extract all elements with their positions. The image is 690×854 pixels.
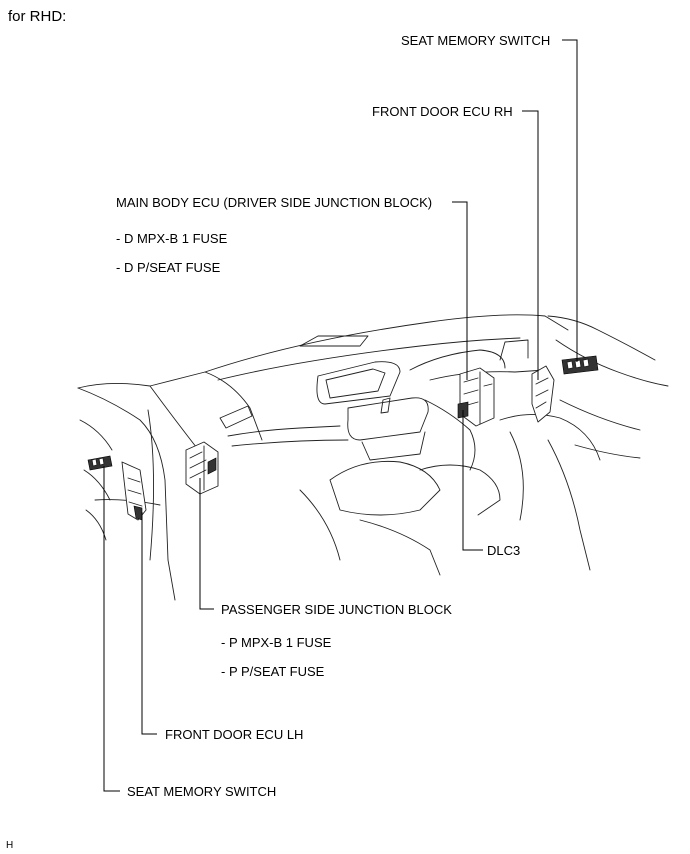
leader-passenger-junction-block <box>199 478 214 610</box>
leader-seat-memory-switch-lh <box>103 466 120 792</box>
leader-front-door-ecu-lh <box>141 512 157 735</box>
leader-dlc3 <box>462 410 483 551</box>
leader-seat-memory-switch-rh <box>562 39 578 362</box>
p-mpx-b1-fuse-label: - P MPX-B 1 FUSE <box>221 635 332 650</box>
dashboard-sketch <box>77 314 669 601</box>
seat-memory-switch-lh-label: SEAT MEMORY SWITCH <box>127 784 277 799</box>
d-pseat-fuse-label: - D P/SEAT FUSE <box>116 260 221 275</box>
passenger-junction-block-label: PASSENGER SIDE JUNCTION BLOCK <box>221 602 452 617</box>
p-pseat-fuse-label: - P P/SEAT FUSE <box>221 664 325 679</box>
seat-memory-switch-lh-part <box>87 455 113 471</box>
dlc3-label: DLC3 <box>487 543 521 558</box>
front-door-ecu-rh-part <box>531 365 555 423</box>
d-mpx-b1-fuse-label: - D MPX-B 1 FUSE <box>116 231 228 246</box>
leader-main-body-ecu <box>452 201 468 380</box>
front-door-ecu-rh-label: FRONT DOOR ECU RH <box>372 104 513 119</box>
leader-lines <box>103 39 578 792</box>
figure-corner-mark: H <box>6 840 14 851</box>
front-door-ecu-lh-part <box>121 461 147 521</box>
seat-memory-switch-rh-part <box>561 355 599 375</box>
front-door-ecu-lh-label: FRONT DOOR ECU LH <box>165 727 304 742</box>
passenger-junction-block-part <box>185 441 219 495</box>
diagram-heading: for RHD: <box>8 8 67 25</box>
seat-memory-switch-rh-label: SEAT MEMORY SWITCH <box>401 33 551 48</box>
leader-front-door-ecu-rh <box>522 110 539 380</box>
main-body-ecu-label: MAIN BODY ECU (DRIVER SIDE JUNCTION BLOC… <box>116 195 433 210</box>
